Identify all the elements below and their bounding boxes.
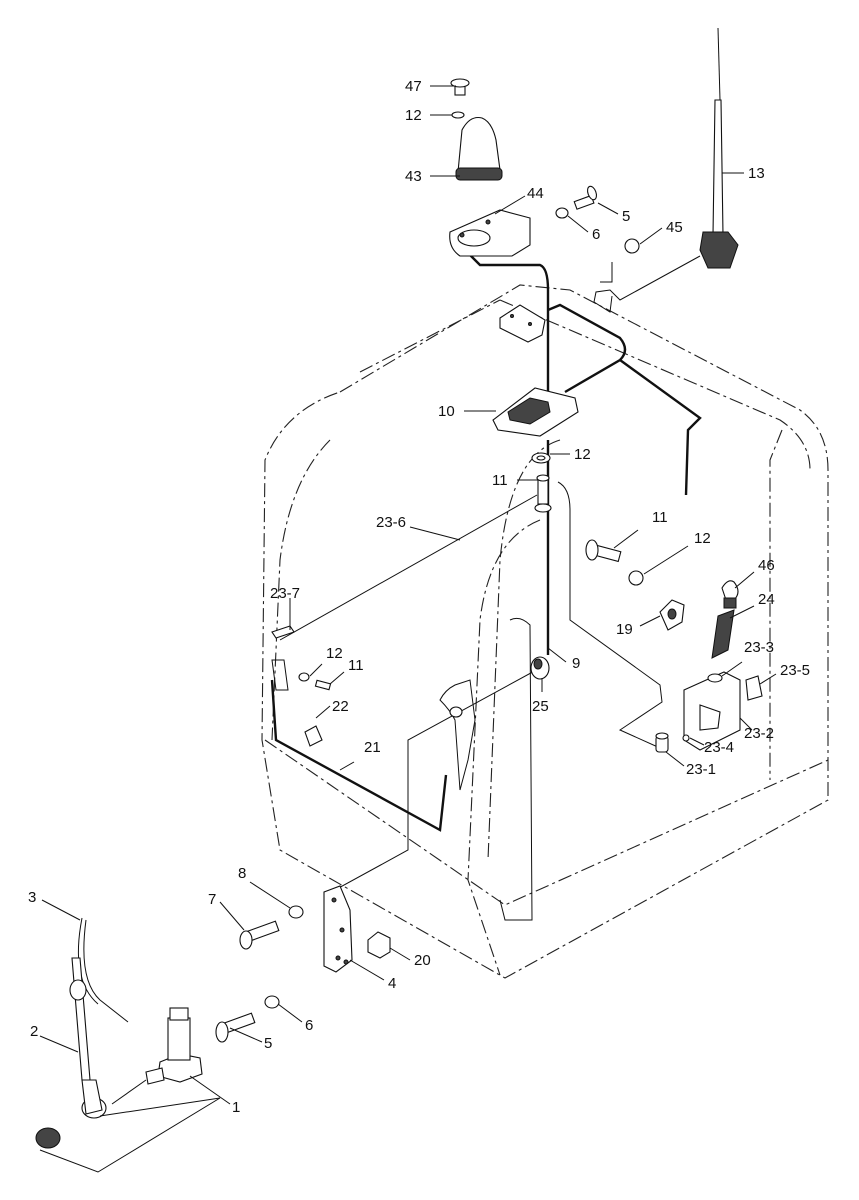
callout-21: 21 xyxy=(364,739,381,756)
callout-11: 11 xyxy=(492,472,508,489)
nozzle-and-fasteners xyxy=(271,625,332,747)
callout-47: 47 xyxy=(405,78,422,95)
callout-6: 6 xyxy=(592,226,600,243)
callout-46: 46 xyxy=(758,557,775,574)
spacer-25 xyxy=(530,656,550,680)
lever-assembly xyxy=(35,917,203,1149)
callout-24: 24 xyxy=(758,591,775,608)
callout-labels: 47 12 43 44 5 6 45 13 10 12 11 23-6 11 1… xyxy=(28,78,810,1116)
leader-lines xyxy=(39,85,777,1173)
washer-tank-assembly xyxy=(655,580,763,753)
callout-23-7: 23-7 xyxy=(270,585,300,602)
callout-3: 3 xyxy=(28,889,36,906)
callout-20: 20 xyxy=(414,952,431,969)
mount-bracket-4 xyxy=(323,885,353,973)
cab-outline xyxy=(261,284,829,979)
antenna xyxy=(593,27,739,313)
callout-1: 1 xyxy=(232,1099,240,1116)
callout-5: 5 xyxy=(264,1035,272,1052)
callout-23-1: 23-1 xyxy=(686,761,716,778)
callout-7: 7 xyxy=(208,891,216,908)
callout-8: 8 xyxy=(238,865,246,882)
callout-5: 5 xyxy=(622,208,630,225)
callout-19: 19 xyxy=(616,621,633,638)
callout-6: 6 xyxy=(305,1017,313,1034)
callout-23-3: 23-3 xyxy=(744,639,774,656)
nut-20 xyxy=(367,931,391,959)
callout-45: 45 xyxy=(666,219,683,236)
callout-2: 2 xyxy=(30,1023,38,1040)
callout-13: 13 xyxy=(748,165,765,182)
callout-12: 12 xyxy=(405,107,422,124)
callout-23-4: 23-4 xyxy=(704,739,734,756)
callout-12: 12 xyxy=(574,446,591,463)
callout-12: 12 xyxy=(694,530,711,547)
connector-11-top xyxy=(534,474,552,513)
callout-9: 9 xyxy=(572,655,580,672)
bolt-7-washer-8 xyxy=(239,905,304,950)
callout-12: 12 xyxy=(326,645,343,662)
callout-11: 11 xyxy=(348,657,364,674)
beacon-lamp xyxy=(449,78,531,257)
bolt-5-top xyxy=(555,185,640,254)
callout-44: 44 xyxy=(527,185,544,202)
callout-23-2: 23-2 xyxy=(744,725,774,742)
callout-22: 22 xyxy=(332,698,349,715)
bolt-5-washer-6-bottom xyxy=(215,995,280,1043)
callout-43: 43 xyxy=(405,168,422,185)
callout-10: 10 xyxy=(438,403,455,420)
callout-23-5: 23-5 xyxy=(780,662,810,679)
callout-23-6: 23-6 xyxy=(376,514,406,531)
callout-4: 4 xyxy=(388,975,396,992)
bolt-11-washer-12-clip-19 xyxy=(585,539,685,631)
callout-11: 11 xyxy=(652,509,668,526)
roof-bracket xyxy=(499,304,546,343)
callout-25: 25 xyxy=(532,698,549,715)
pillar-handle xyxy=(439,617,533,921)
switch-panel xyxy=(492,387,579,464)
